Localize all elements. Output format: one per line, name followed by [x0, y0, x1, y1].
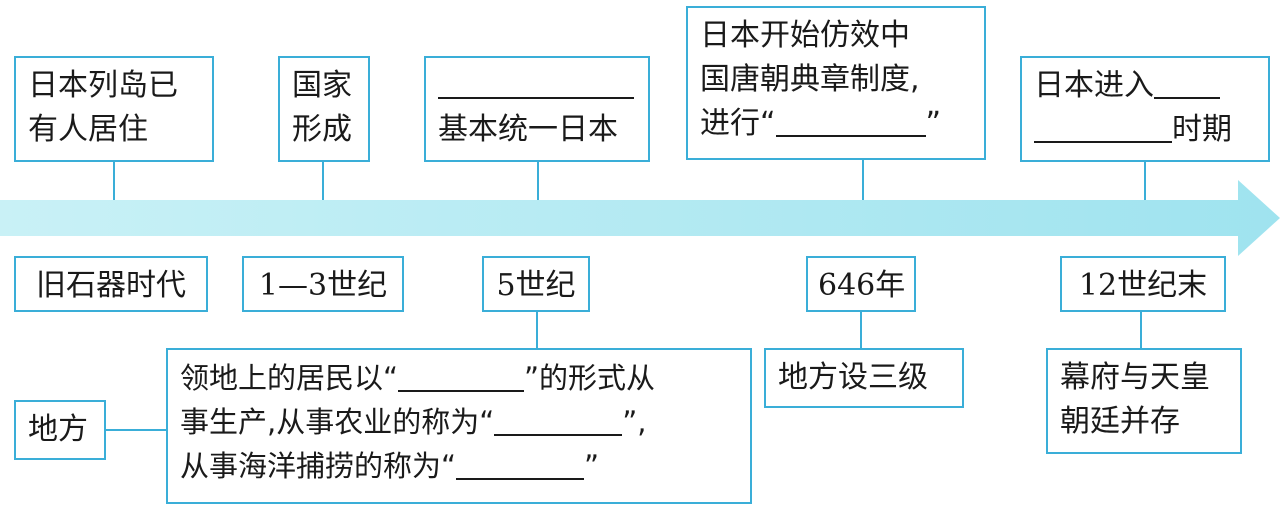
connector — [1140, 310, 1142, 350]
event-text: 日本进入 — [1034, 68, 1154, 103]
event-text: 形成 — [292, 112, 352, 147]
event-text: 日本开始仿效中 — [700, 18, 910, 53]
connector — [1144, 160, 1146, 200]
fill-in-blank[interactable] — [494, 404, 623, 436]
fill-in-blank[interactable] — [398, 360, 525, 392]
connector — [113, 160, 115, 200]
fill-in-blank[interactable] — [438, 67, 634, 99]
fill-in-blank[interactable] — [456, 448, 585, 480]
local-label: 地方 — [14, 400, 106, 460]
shogunate-coexist: 幕府与天皇 朝廷并存 — [1046, 348, 1242, 454]
three-level-admin: 地方设三级 — [764, 348, 964, 408]
period-paleolithic: 旧石器时代 — [14, 256, 208, 312]
event-japan-inhabited: 日本列岛已 有人居住 — [14, 56, 214, 162]
blank-line[interactable] — [438, 64, 636, 108]
event-text: 有人居住 — [28, 112, 148, 147]
event-taika-reform: 日本开始仿效中 国唐朝典章制度, 进行“ ” — [686, 6, 986, 160]
event-enter-period: 日本进入 时期 — [1020, 56, 1270, 162]
event-text: 领地上的居民以“ — [180, 361, 399, 395]
event-text: ” — [584, 449, 600, 483]
event-text: 国唐朝典章制度, — [700, 62, 920, 97]
timeline-arrow — [0, 180, 1280, 256]
event-text: ”的形式从 — [524, 361, 656, 395]
connector — [105, 429, 168, 431]
period-646: 646年 — [806, 256, 916, 312]
event-text: 事生产,从事农业的称为“ — [180, 405, 495, 439]
connector — [862, 160, 864, 200]
event-text: 日本列岛已 — [28, 68, 178, 103]
connector — [860, 310, 862, 350]
connector — [537, 160, 539, 200]
event-text: 进行“ — [700, 106, 776, 141]
manor-system-box: 领地上的居民以“ ”的形式从 事生产,从事农业的称为“ ”, 从事海洋捕捞的称为“ ” — [166, 348, 752, 504]
connector — [536, 310, 538, 350]
event-text: 国家 — [292, 68, 352, 103]
event-state-formed: 国家 形成 — [278, 56, 370, 162]
event-text: ”, — [622, 405, 647, 439]
fill-in-blank[interactable] — [775, 105, 926, 137]
fill-in-blank[interactable] — [1154, 67, 1220, 99]
event-text: 幕府与天皇 — [1060, 360, 1210, 395]
event-text: 从事海洋捕捞的称为“ — [180, 449, 457, 483]
event-text: ” — [925, 106, 942, 141]
event-text: 基本统一日本 — [438, 112, 618, 147]
event-text: 朝廷并存 — [1060, 404, 1180, 439]
event-text: 时期 — [1172, 112, 1232, 147]
period-12th-century-end: 12世纪末 — [1060, 256, 1226, 312]
period-5th-century: 5世纪 — [482, 256, 590, 312]
fill-in-blank[interactable] — [1034, 111, 1172, 143]
event-unified-japan: 基本统一日本 — [424, 56, 650, 162]
connector — [322, 160, 324, 200]
period-1-3-century: 1—3世纪 — [242, 256, 404, 312]
